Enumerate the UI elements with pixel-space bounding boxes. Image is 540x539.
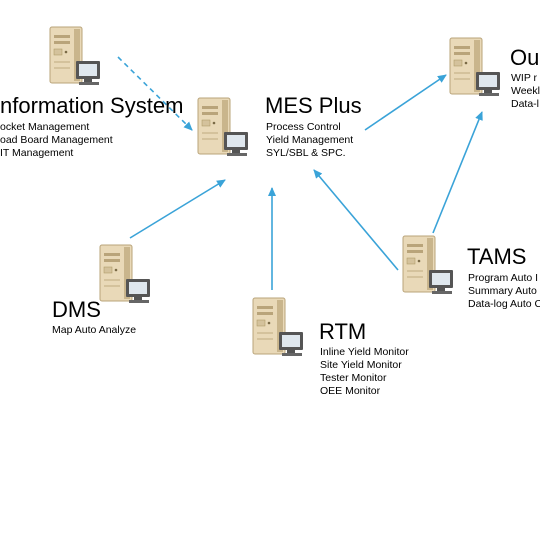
node-item: IT Management [0, 147, 74, 159]
node-title: TAMS [467, 244, 527, 269]
node-items: ocket Management oad Board Management IT… [0, 121, 113, 160]
node-item: ocket Management [0, 121, 90, 133]
node-items: Program Auto I Summary Auto Data-log Aut… [468, 272, 540, 311]
node-item: Data-log Auto C [468, 298, 540, 310]
node-title: RTM [319, 319, 367, 344]
node-items: Map Auto Analyze [52, 324, 136, 337]
node-item: Data-l [511, 98, 540, 110]
node-items: Process Control Yield Management SYL/SBL… [266, 121, 353, 160]
node-title: Ou [510, 45, 540, 70]
node-item: OEE Monitor [320, 385, 381, 397]
node-item: Program Auto I [468, 272, 539, 284]
arrow-tams-to-mes [313, 169, 399, 271]
node-item: oad Board Management [0, 134, 113, 146]
node-item: WIP r [511, 72, 538, 84]
arrow-dms-to-mes [129, 179, 226, 239]
node-title: DMS [52, 297, 101, 322]
node-item: Yield Management [266, 134, 354, 146]
arrow-tams-to-out [432, 111, 483, 234]
server-icon [449, 37, 501, 97]
node-item: SYL/SBL & SPC. [266, 147, 346, 159]
node-item: Process Control [266, 121, 341, 133]
server-icon [99, 244, 151, 304]
server-icon [197, 97, 249, 157]
node-item: Summary Auto [468, 285, 537, 297]
node-items: WIP r Weekl Data-l [511, 72, 540, 111]
node-item: Map Auto Analyze [52, 324, 137, 336]
arrow-mes-to-out [364, 74, 447, 131]
node-item: Tester Monitor [320, 372, 387, 384]
node-item: Site Yield Monitor [320, 359, 402, 371]
node-title: MES Plus [265, 93, 362, 118]
server-icon [49, 26, 101, 86]
node-items: Inline Yield Monitor Site Yield Monitor … [320, 346, 409, 398]
server-icon [402, 235, 454, 295]
node-item: Weekl [511, 85, 540, 97]
server-icon [252, 297, 304, 357]
node-title: nformation System [0, 93, 184, 118]
node-item: Inline Yield Monitor [320, 346, 409, 358]
